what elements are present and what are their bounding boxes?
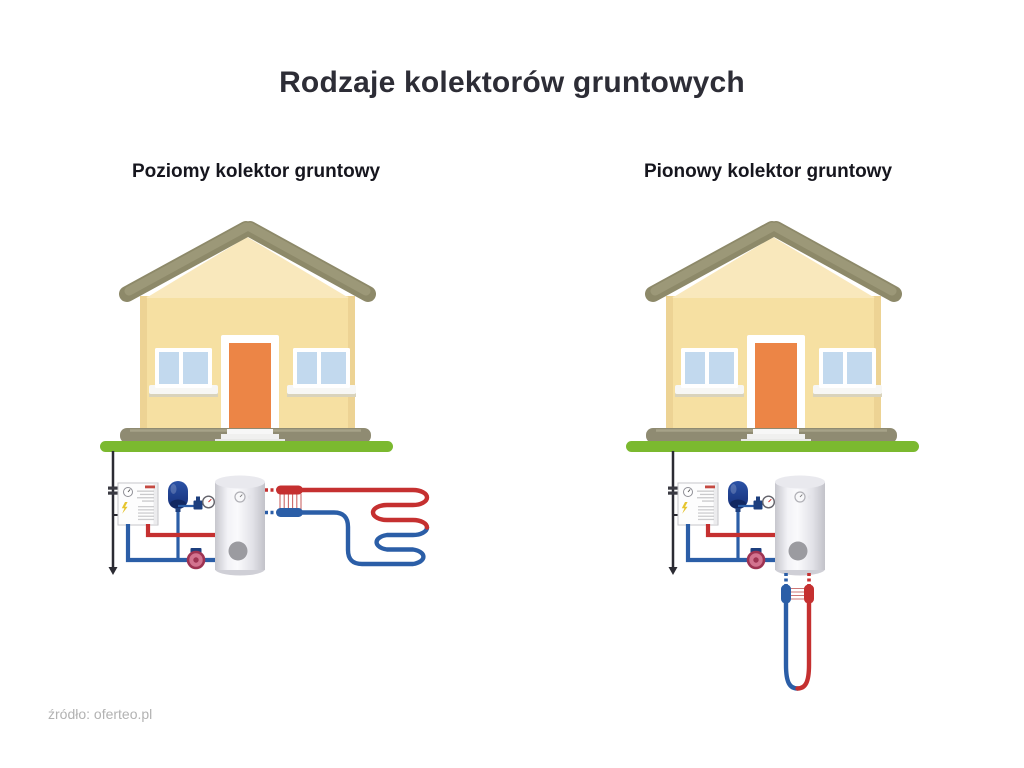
house-right [626, 227, 919, 452]
panel-label-horizontal: Poziomy kolektor gruntowy [131, 161, 381, 182]
panel-label-vertical: Pionowy kolektor gruntowy [643, 161, 893, 182]
heat-pump-system-left [108, 451, 265, 576]
page-title: Rodzaje kolektorów gruntowych [279, 66, 745, 99]
vertical-borehole-loop [781, 573, 814, 691]
source-credit: źródło: oferteo.pl [48, 706, 153, 722]
heat-exchanger [276, 485, 303, 517]
horizontal-ground-loop [265, 485, 430, 567]
heat-pump-system-right [668, 451, 825, 576]
heat-exchanger [781, 584, 814, 604]
house-left [100, 227, 393, 452]
